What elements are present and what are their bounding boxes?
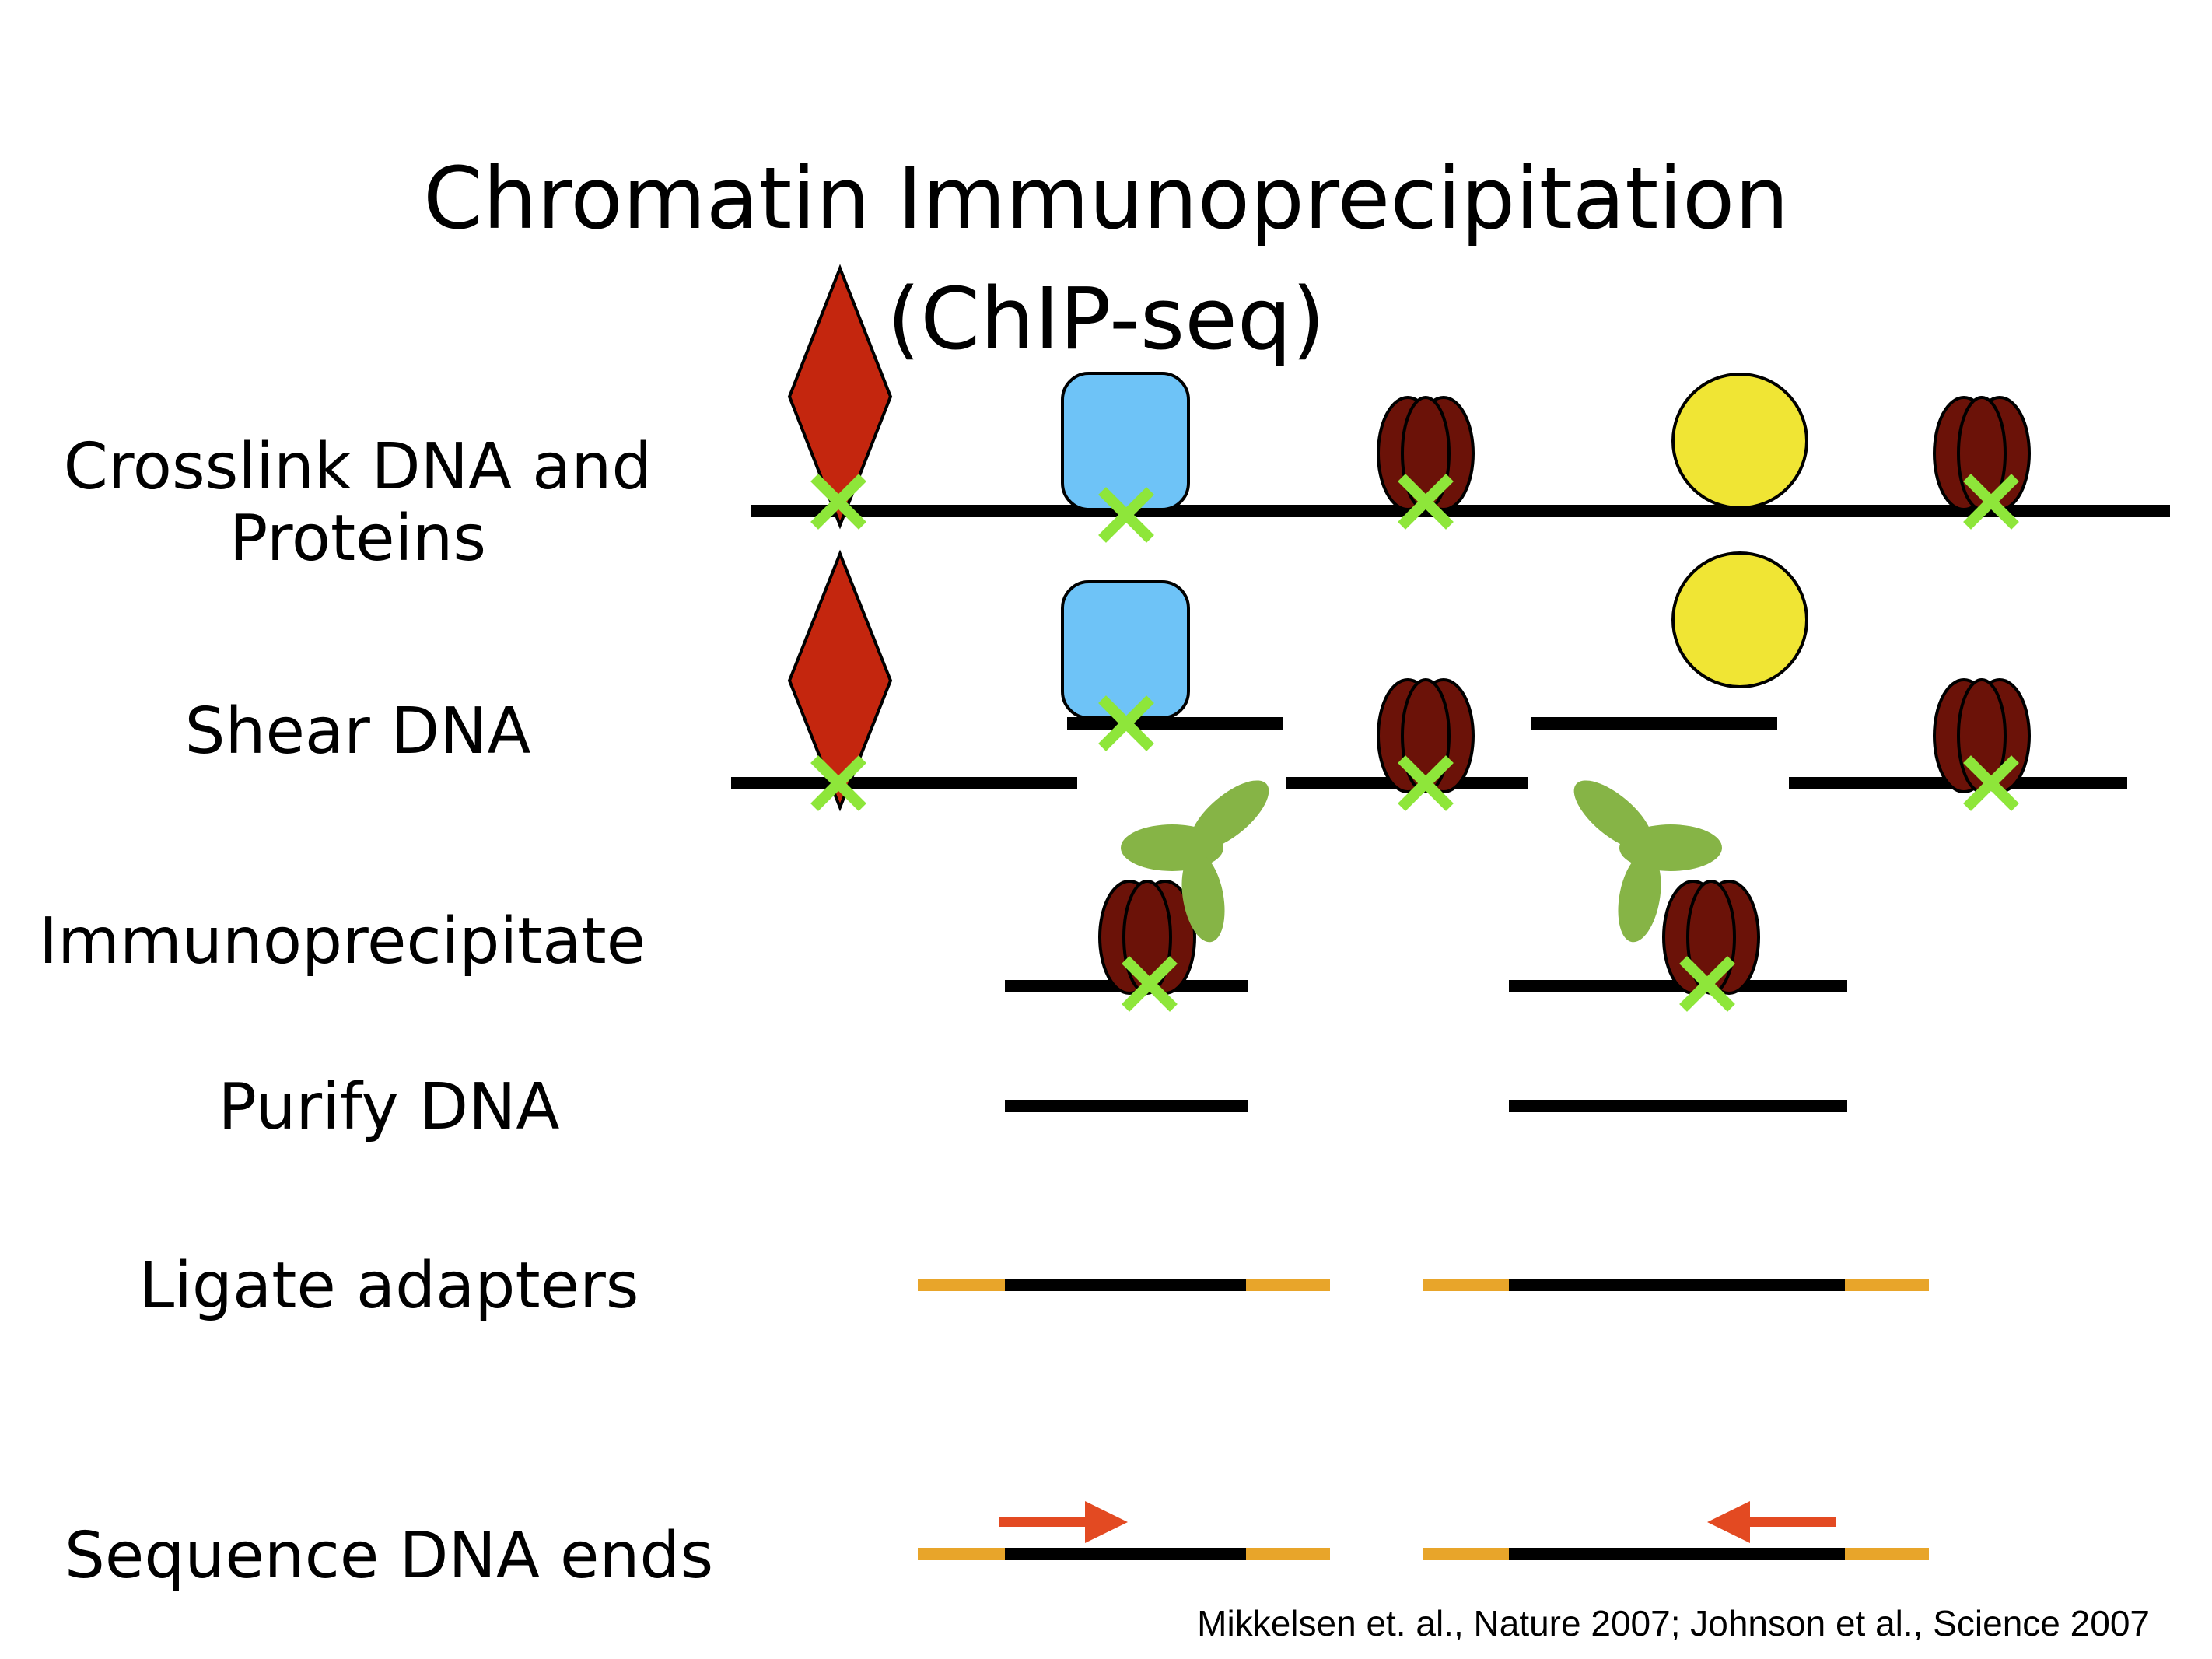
nucleosome bbox=[1377, 396, 1475, 511]
step-sequence-label: Sequence DNA ends bbox=[64, 1519, 714, 1593]
step-immunoprecipitate-label: Immunoprecipitate bbox=[39, 905, 646, 978]
step-ligate-label: Ligate adapters bbox=[138, 1249, 639, 1323]
primer-arrow-left bbox=[1707, 1501, 1750, 1543]
row-crosslink bbox=[751, 264, 2170, 535]
protein-circle bbox=[1671, 551, 1808, 688]
primer-arrow-right bbox=[1085, 1501, 1128, 1543]
citation: Mikkelsen et. al., Nature 2007; Johnson … bbox=[1197, 1603, 2150, 1643]
protein-box bbox=[1061, 580, 1190, 719]
page-title: Chromatin Immunoprecipitation bbox=[422, 149, 1790, 248]
step-crosslink-line2: Proteins bbox=[229, 501, 487, 576]
protein-circle bbox=[1671, 373, 1808, 509]
row-immunoprecipitate bbox=[1005, 768, 1847, 1004]
protein-diamond bbox=[787, 264, 893, 530]
step-crosslink-line1: Crosslink DNA and bbox=[63, 430, 653, 504]
row-sequence bbox=[918, 1501, 1929, 1560]
protein-box bbox=[1061, 372, 1190, 511]
step-shear-label: Shear DNA bbox=[184, 695, 531, 768]
step-purify-label: Purify DNA bbox=[218, 1070, 560, 1144]
protein-diamond bbox=[787, 549, 893, 812]
row-shear bbox=[731, 549, 2127, 812]
nucleosome bbox=[1377, 678, 1475, 793]
page-subtitle: (ChIP-seq) bbox=[887, 269, 1325, 369]
step-crosslink-label: Crosslink DNA and Proteins bbox=[39, 432, 677, 575]
